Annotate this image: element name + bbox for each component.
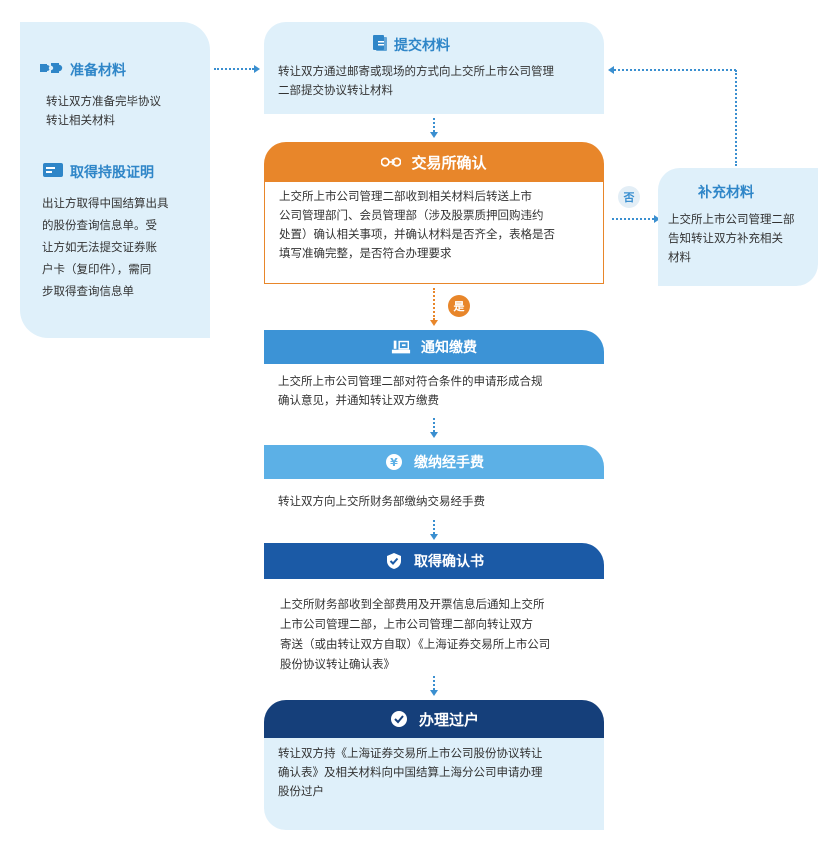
step-pay-line: 转让双方向上交所财务部缴纳交易经手费 xyxy=(278,494,485,508)
step-transfer-line: 确认表》及相关材料向中国结算上海分公司申请办理 xyxy=(278,765,543,779)
certificate-title: 取得持股证明 xyxy=(42,162,154,182)
step-confirm-header: 交易所确认 xyxy=(264,142,604,182)
supplement-line: 材料 xyxy=(668,250,691,264)
arrow-prepare-to-submit xyxy=(214,65,260,73)
no-badge: 否 xyxy=(618,186,640,208)
step-receive-text: 上交所财务部收到全部费用及开票信息后通知上交所 上市公司管理二部，上市公司管理二… xyxy=(280,594,602,674)
step-transfer-line: 转让双方持《上海证券交易所上市公司股份协议转让 xyxy=(278,746,543,760)
step-pay-text: 转让双方向上交所财务部缴纳交易经手费 xyxy=(278,492,598,511)
step-confirm-line: 填写准确完整，是否符合办理要求 xyxy=(279,246,452,260)
step-confirm-text: 上交所上市公司管理二部收到相关材料后转送上市 公司管理部门、会员管理部（涉及股票… xyxy=(279,187,597,263)
step-pay-title: 缴纳经手费 xyxy=(414,455,484,471)
prepare-title: 准备材料 xyxy=(40,60,126,80)
step-submit-title-text: 提交材料 xyxy=(394,38,450,54)
certificate-line: 出让方取得中国结算出具 xyxy=(42,196,169,210)
puzzle-icon xyxy=(40,60,64,80)
arrow-submit-to-confirm xyxy=(430,118,438,138)
step-receive-title: 取得确认书 xyxy=(414,554,484,570)
step-receive-line: 股份协议转让确认表》 xyxy=(280,657,395,671)
svg-text:¥: ¥ xyxy=(390,456,398,469)
supplement-title-text: 补充材料 xyxy=(698,185,754,201)
step-submit-line: 转让双方通过邮寄或现场的方式向上交所上市公司管理 xyxy=(278,64,554,78)
no-label: 否 xyxy=(623,191,635,204)
certificate-line: 步取得查询信息单 xyxy=(42,284,134,298)
right-panel: 补充材料 上交所上市公司管理二部 告知转让双方补充相关 材料 xyxy=(658,168,818,286)
id-card-icon xyxy=(42,162,64,182)
yes-badge: 是 xyxy=(448,295,470,317)
step-pay-header: ¥ 缴纳经手费 xyxy=(264,445,604,479)
step-receive-line: 上市公司管理二部，上市公司管理二部向转让双方 xyxy=(280,617,533,631)
arrow-notify-to-pay xyxy=(430,418,438,438)
certificate-line: 让方如无法提交证券账 xyxy=(42,240,157,254)
step-submit-card: 提交材料 转让双方通过邮寄或现场的方式向上交所上市公司管理 二部提交协议转让材料 xyxy=(264,22,604,114)
certificate-text: 出让方取得中国结算出具 的股份查询信息单。受 让方如无法提交证券账 户卡（复印件… xyxy=(42,192,169,302)
certificate-title-text: 取得持股证明 xyxy=(70,165,154,181)
step-transfer-line: 股份过户 xyxy=(278,784,324,798)
step-notify-text: 上交所上市公司管理二部对符合条件的申请形成合规 确认意见，并通知转让双方缴费 xyxy=(278,372,598,410)
left-panel: 准备材料 转让双方准备完毕协议 转让相关材料 取得持股证明 出让方取得中国结算出… xyxy=(20,22,210,338)
prepare-title-text: 准备材料 xyxy=(70,63,126,79)
certificate-line: 户卡（复印件），需同 xyxy=(42,262,152,276)
step-receive-header: 取得确认书 xyxy=(264,543,604,579)
arrow-confirm-to-notify xyxy=(430,288,438,326)
supplement-line: 告知转让双方补充相关 xyxy=(668,231,783,245)
prepare-line: 转让双方准备完毕协议 xyxy=(46,94,161,108)
step-submit-title: 提交材料 xyxy=(372,34,450,56)
step-confirm-title: 交易所确认 xyxy=(411,153,487,172)
step-transfer-header: 办理过户 xyxy=(264,700,604,738)
arrow-pay-to-receive xyxy=(430,520,438,540)
arrow-supplement-up xyxy=(735,70,737,166)
prepare-text: 转让双方准备完毕协议 转让相关材料 xyxy=(46,92,161,130)
step-transfer-title: 办理过户 xyxy=(418,710,479,729)
certificate-line: 的股份查询信息单。受 xyxy=(42,218,157,232)
step-transfer-text: 转让双方持《上海证券交易所上市公司股份协议转让 确认表》及相关材料向中国结算上海… xyxy=(278,744,596,801)
step-submit-line: 二部提交协议转让材料 xyxy=(278,83,393,97)
exchange-icon xyxy=(381,152,402,172)
step-transfer-body: 转让双方持《上海证券交易所上市公司股份协议转让 确认表》及相关材料向中国结算上海… xyxy=(264,738,604,830)
step-receive-line: 上交所财务部收到全部费用及开票信息后通知上交所 xyxy=(280,597,545,611)
step-notify-line: 上交所上市公司管理二部对符合条件的申请形成合规 xyxy=(278,374,543,388)
document-icon xyxy=(372,34,388,56)
arrow-confirm-to-supplement xyxy=(612,215,660,223)
step-confirm-line: 处置）确认相关事项，并确认材料是否齐全，表格是否 xyxy=(279,227,555,241)
step-confirm-line: 上交所上市公司管理二部收到相关材料后转送上市 xyxy=(279,189,532,203)
step-confirm-line: 公司管理部门、会员管理部（涉及股票质押回购违约 xyxy=(279,208,544,222)
yen-icon: ¥ xyxy=(384,452,404,472)
step-notify-header: 通知缴费 xyxy=(264,330,604,364)
supplement-title: 补充材料 xyxy=(698,182,754,202)
step-confirm-body: 上交所上市公司管理二部收到相关材料后转送上市 公司管理部门、会员管理部（涉及股票… xyxy=(264,182,604,284)
notice-icon xyxy=(391,337,411,357)
supplement-line: 上交所上市公司管理二部 xyxy=(668,212,795,226)
check-circle-icon xyxy=(389,709,409,729)
arrow-receive-to-transfer xyxy=(430,676,438,696)
shield-icon xyxy=(384,551,404,571)
prepare-line: 转让相关材料 xyxy=(46,113,115,127)
step-receive-line: 寄送（或由转让双方自取）《上海证券交易所上市公司 xyxy=(280,637,551,651)
step-submit-text: 转让双方通过邮寄或现场的方式向上交所上市公司管理 二部提交协议转让材料 xyxy=(278,62,596,100)
step-notify-line: 确认意见，并通知转让双方缴费 xyxy=(278,393,439,407)
step-notify-title: 通知缴费 xyxy=(421,340,477,356)
yes-label: 是 xyxy=(453,300,465,313)
arrow-supplement-to-submit xyxy=(608,66,736,74)
supplement-text: 上交所上市公司管理二部 告知转让双方补充相关 材料 xyxy=(668,210,814,267)
